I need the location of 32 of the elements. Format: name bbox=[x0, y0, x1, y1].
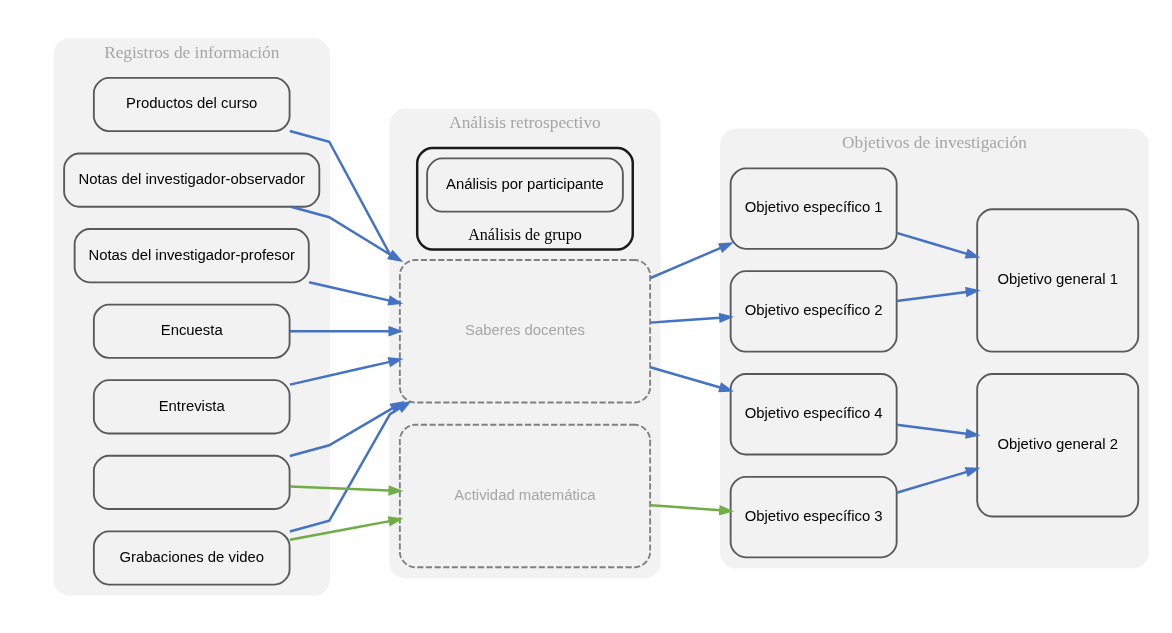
arrow bbox=[289, 484, 404, 496]
node-box: Objetivo específico 1 bbox=[729, 166, 898, 250]
arrow bbox=[650, 241, 734, 279]
arrow bbox=[896, 423, 981, 439]
node-box: Objetivo general 2 bbox=[976, 372, 1140, 517]
arrow bbox=[308, 280, 404, 305]
arrow bbox=[289, 325, 404, 336]
arrow bbox=[896, 286, 981, 302]
node-box: Encuesta bbox=[92, 303, 291, 359]
arrow bbox=[290, 205, 403, 262]
arrow bbox=[650, 365, 734, 392]
arrow bbox=[650, 503, 735, 515]
node-box: Saberes docentes bbox=[398, 258, 652, 403]
node-box: Notas del investigador-observador bbox=[63, 152, 321, 208]
arrow bbox=[289, 515, 404, 541]
node-box: Objetivo específico 2 bbox=[729, 269, 898, 353]
arrow bbox=[289, 400, 405, 457]
arrow bbox=[289, 129, 403, 262]
node-box: Objetivo específico 4 bbox=[729, 372, 898, 455]
node-box: Actividad matemática bbox=[398, 423, 652, 568]
node-box: Objetivo general 1 bbox=[976, 207, 1140, 353]
node-box: Entrevista bbox=[92, 378, 291, 434]
arrow bbox=[896, 466, 981, 494]
node-box: Objetivo específico 3 bbox=[729, 475, 898, 558]
node-box: Análisis por participante bbox=[426, 157, 624, 213]
node-box: Productos del curso bbox=[92, 76, 291, 132]
node-box: Grabaciones de video bbox=[92, 529, 291, 586]
arrow bbox=[896, 231, 981, 259]
arrow bbox=[650, 312, 735, 324]
node-box bbox=[92, 454, 291, 510]
node-box: Notas del investigador-profesor bbox=[73, 227, 310, 283]
arrow bbox=[289, 356, 404, 386]
